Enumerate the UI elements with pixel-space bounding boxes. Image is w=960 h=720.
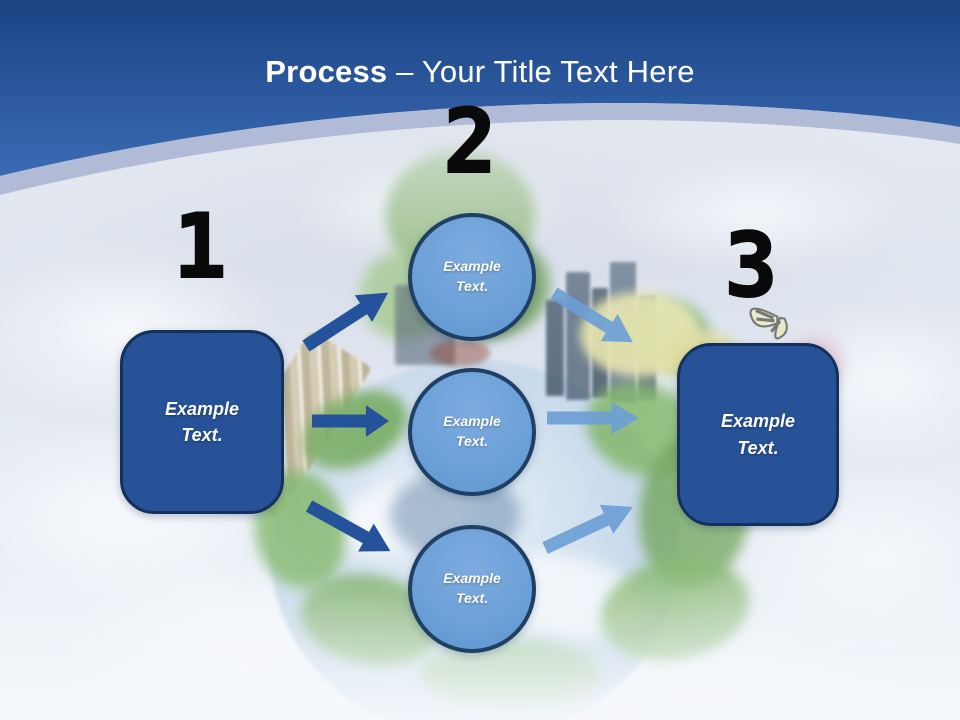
process-start-box: Example Text. <box>120 330 284 514</box>
process-end-label: Example Text. <box>720 411 796 458</box>
arrow-middle-right <box>547 402 639 434</box>
step-number-2: 2 <box>443 90 498 193</box>
process-circle-3: Example Text. <box>408 525 536 653</box>
process-end-box: Example Text. <box>677 343 839 526</box>
arrow-middle-left <box>312 405 389 437</box>
process-circle-1: Example Text. <box>408 213 536 341</box>
title-emphasis: Process <box>265 54 388 89</box>
grass-fringe <box>420 640 600 710</box>
process-start-label: Example Text. <box>164 398 240 445</box>
process-circle-1-label: Example Text. <box>443 258 501 294</box>
red-rooftops <box>430 340 490 366</box>
process-circle-3-label: Example Text. <box>443 570 501 606</box>
step-number-1: 1 <box>173 195 228 298</box>
slide-title: Process – Your Title Text Here <box>0 54 960 90</box>
title-rest: – Your Title Text Here <box>396 54 695 89</box>
process-circle-2-label: Example Text. <box>443 413 501 449</box>
process-circle-2: Example Text. <box>408 368 536 496</box>
step-number-3: 3 <box>724 214 779 317</box>
